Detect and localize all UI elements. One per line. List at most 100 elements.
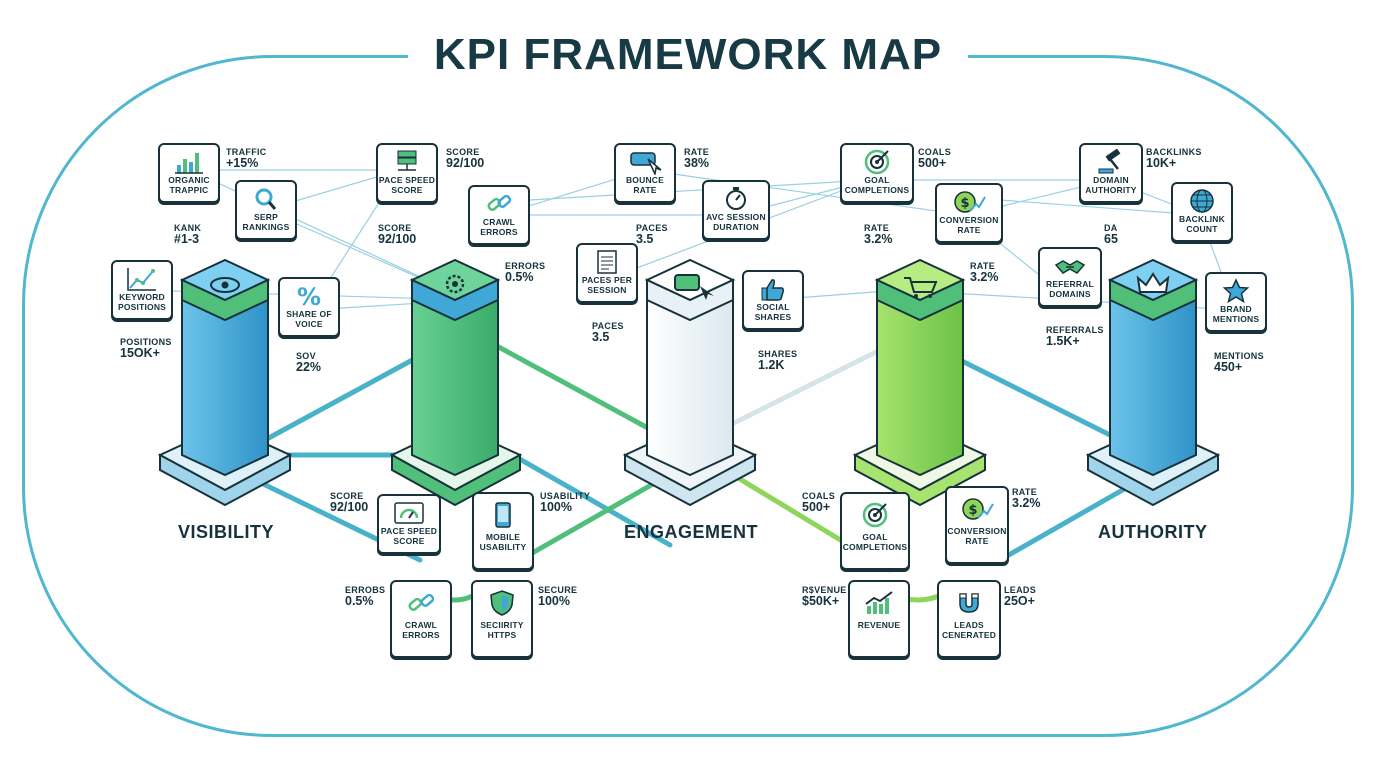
card-label: GOAL COMPLETIONS <box>842 532 908 552</box>
card-label: BOUNCE RATE <box>625 175 665 195</box>
card-security-https[interactable]: SECIIRITY HTTPS <box>471 580 533 658</box>
stat-rank: KANK#1-3 <box>174 223 202 247</box>
target-icon <box>864 149 890 175</box>
revenue-chart-icon <box>865 591 893 614</box>
globe-icon <box>1190 189 1214 213</box>
pillar-label-visibility: VISIBILITY <box>178 522 275 542</box>
card-label: GOAL COMPLETIONS <box>844 175 910 195</box>
search-icon <box>255 188 277 210</box>
card-revenue[interactable]: REVENUE <box>848 580 910 658</box>
card-organic-traffic[interactable]: ORGANIC TRAPPIC <box>158 143 220 203</box>
stopwatch-icon <box>726 187 746 210</box>
pillar-engagement <box>622 258 758 507</box>
card-label: REFERRAL DOMAINS <box>1046 279 1094 299</box>
stat-revenue: R$VENUE$50K+ <box>802 585 847 609</box>
dollar-growth-icon: $ <box>954 191 986 213</box>
card-crawl-errors-top[interactable]: CRAWL ERRORS <box>468 185 530 245</box>
card-share-of-voice[interactable]: % SHARE OF VOICE <box>278 277 340 337</box>
card-mobile-usability[interactable]: MOBILE USABILITY <box>472 492 534 570</box>
card-keyword-positions[interactable]: KEYWORD POSITIONS <box>111 260 173 320</box>
card-avg-session[interactable]: AVC SESSION DURATION <box>702 180 770 240</box>
card-label: CRAWL ERRORS <box>402 620 440 640</box>
svg-text:%: % <box>297 283 321 309</box>
gear-icon <box>445 274 465 294</box>
broken-link-icon <box>487 194 512 211</box>
card-label: ORGANIC TRAPPIC <box>168 175 210 195</box>
broken-link-icon <box>408 593 435 611</box>
gavel-icon <box>1098 149 1121 174</box>
cart-icon <box>904 277 938 293</box>
svg-text:$: $ <box>960 196 969 211</box>
target-icon <box>862 502 888 528</box>
pillar-label-engagement: ENGAGEMENT <box>624 522 759 542</box>
card-referral-domains[interactable]: REFERRAL DOMAINS <box>1038 247 1102 307</box>
card-page-speed-bottom[interactable]: PACE SPEED SCORE <box>377 494 441 554</box>
document-icon <box>597 250 617 274</box>
card-label: AVC SESSION DURATION <box>706 212 766 232</box>
card-domain-authority[interactable]: DOMAIN AUTHORITY <box>1079 143 1143 203</box>
card-conversion-rate-bottom[interactable]: $ CONVERSION RATE <box>945 486 1009 564</box>
shield-icon <box>490 590 514 616</box>
card-label: SERP RANKINGS <box>242 212 290 232</box>
bar-chart-icon <box>175 153 203 174</box>
card-brand-mentions[interactable]: BRAND MENTIONS <box>1205 272 1267 332</box>
line-chart-icon <box>127 268 156 291</box>
card-label: CONVERSION RATE <box>947 526 1007 546</box>
card-label: PACE SPEED SCORE <box>380 526 438 546</box>
speedometer-icon <box>394 502 424 524</box>
card-label: PACES PER SESSION <box>581 275 633 295</box>
server-icon <box>397 150 417 171</box>
handshake-icon <box>1054 260 1086 274</box>
card-goal-completions-top[interactable]: GOAL COMPLETIONS <box>840 143 914 203</box>
card-label: SHARE OF VOICE <box>286 309 332 329</box>
pillar-label-authority: AUTHORITY <box>1098 522 1208 542</box>
card-goal-completions-bottom[interactable]: GOAL COMPLETIONS <box>840 492 910 570</box>
card-crawl-errors-bottom[interactable]: CRAWL ERRORS <box>390 580 452 658</box>
phone-icon <box>495 502 511 528</box>
card-label: DOMAIN AUTHORITY <box>1085 175 1137 195</box>
card-label: PACE SPEED SCORE <box>378 175 436 195</box>
magnet-icon <box>959 593 979 613</box>
card-label: SECIIRITY HTTPS <box>480 620 524 640</box>
pillar-conversion <box>852 258 988 507</box>
card-pages-per-session[interactable]: PACES PER SESSION <box>576 243 638 303</box>
card-page-speed-top[interactable]: PACE SPEED SCORE <box>376 143 438 203</box>
crown-icon <box>1136 272 1170 293</box>
card-bounce-rate[interactable]: BOUNCE RATE <box>614 143 676 203</box>
card-label: BRAND MENTIONS <box>1212 304 1260 324</box>
card-label: MOBILE USABILITY <box>479 532 527 552</box>
card-label: LEADS CENERATED <box>941 620 997 640</box>
card-conversion-rate-top[interactable]: $ CONVERSION RATE <box>935 183 1003 243</box>
card-social-shares[interactable]: SOCIAL SHARES <box>742 270 804 330</box>
percent-icon: % <box>297 283 321 309</box>
card-backlink-count[interactable]: BACKLINK COUNT <box>1171 182 1233 242</box>
stat-traffic: TRAFFIC+15% <box>226 147 267 171</box>
card-label: CRAWL ERRORS <box>480 217 518 237</box>
card-leads-generated[interactable]: LEADS CENERATED <box>937 580 1001 658</box>
card-serp-rankings[interactable]: SERP RANKINGS <box>235 180 297 240</box>
star-icon <box>1222 278 1250 304</box>
pillar-visibility <box>157 258 293 507</box>
pillar-authority <box>1085 258 1221 507</box>
page-title: KPI FRAMEWORK MAP <box>407 30 969 80</box>
card-label: KEYWORD POSITIONS <box>117 292 167 312</box>
